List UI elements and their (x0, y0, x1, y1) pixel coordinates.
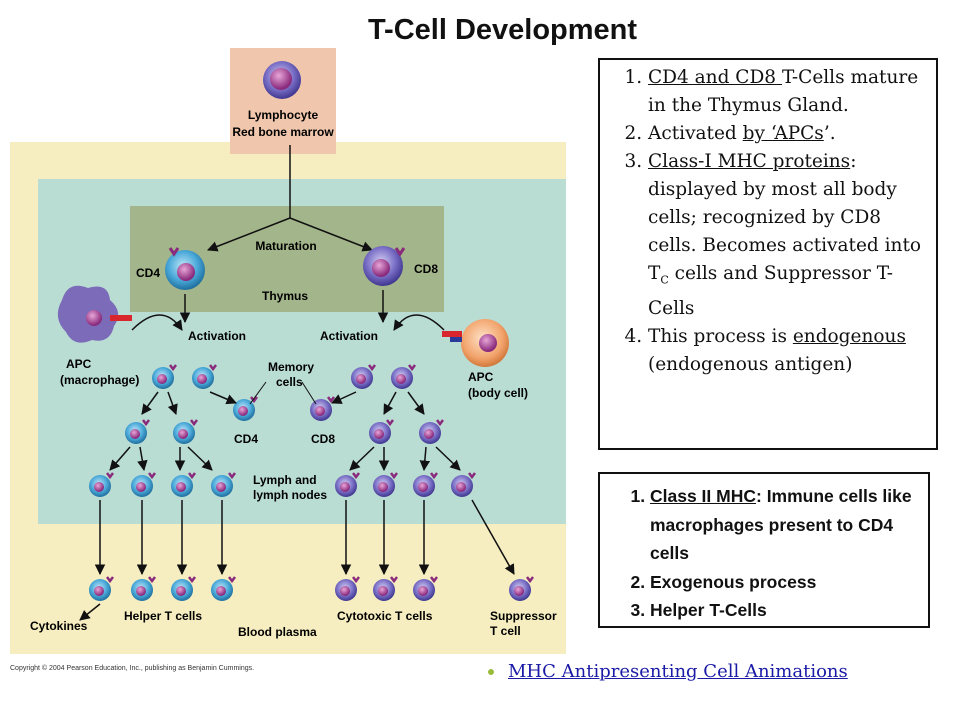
suppressor-label-2: T cell (490, 624, 521, 638)
helper-t-cells-label: Helper T cells (124, 609, 202, 623)
lymphocyte-cell (263, 61, 301, 99)
animation-link-row: MHC Antipresenting Cell Animations (488, 661, 848, 682)
cd4-memory-label: CD4 (234, 432, 258, 446)
helper-cell-gen3 (131, 472, 156, 497)
copyright-text: Copyright © 2004 Pearson Education, Inc.… (10, 664, 254, 672)
cd8-thymus-cell (363, 246, 406, 286)
thymus-label: Thymus (262, 289, 308, 303)
apc-body-cell (442, 319, 509, 367)
helper-t-cell (171, 576, 196, 601)
cd4-thymus-cell (165, 247, 205, 290)
lineage-arrow (109, 446, 131, 471)
helper-cell-gen2 (173, 419, 198, 444)
cytotoxic-t-cell (335, 576, 360, 601)
helper-cell-gen3 (211, 472, 236, 497)
note-exogenous: Exogenous process (650, 568, 920, 597)
apc-macrophage-label-1: APC (66, 357, 92, 371)
note-helper: Helper T-Cells (650, 596, 920, 625)
helper-cell-gen2 (125, 419, 150, 444)
lineage-arrow (383, 391, 397, 415)
cytotoxic-cell-gen3 (373, 472, 398, 497)
lineage-arrow (141, 391, 159, 415)
cytotoxic-cell-gen2 (419, 419, 444, 444)
lineage-arrow (471, 499, 515, 575)
helper-cell-gen1 (152, 364, 177, 389)
note-class-ii: Class II MHC: Immune cells like macropha… (650, 482, 920, 568)
helper-cell-gen1 (192, 364, 217, 389)
memory-cells-label-2: cells (276, 375, 303, 389)
note-3: Class-I MHC proteins: displayed by most … (648, 148, 928, 323)
cd8-memory-label: CD8 (311, 432, 335, 446)
lineage-arrow (137, 446, 148, 472)
suppressor-t-cell (509, 576, 534, 601)
cd8-label: CD8 (414, 262, 438, 276)
blood-plasma-label: Blood plasma (238, 625, 317, 639)
helper-t-cell (211, 576, 236, 601)
memory-cells-label-1: Memory (268, 360, 314, 374)
lymph-nodes-label-1: Lymph and (253, 473, 317, 487)
mhc-class-i-notes: CD4 and CD8 T-Cells mature in the Thymus… (598, 58, 938, 450)
cytotoxic-cell-gen1 (351, 364, 376, 389)
note-4: This process is endogenous (endogenous a… (648, 323, 928, 379)
mhc-animation-link[interactable]: MHC Antipresenting Cell Animations (508, 661, 848, 682)
lineage-arrow (79, 603, 101, 621)
cytotoxic-cell-gen2 (369, 419, 394, 444)
helper-t-cell (131, 576, 156, 601)
cytotoxic-cell-gen1 (391, 364, 416, 389)
page-title: T-Cell Development (367, 14, 638, 46)
cytotoxic-cell-gen3 (451, 472, 476, 497)
activation-label-left: Activation (188, 329, 246, 343)
lineage-arrow (187, 446, 213, 471)
cytotoxic-cell-gen3 (413, 472, 438, 497)
cytokines-label: Cytokines (30, 619, 88, 633)
apc-macrophage-label-2: (macrophage) (60, 373, 139, 387)
cytotoxic-cell-gen3 (335, 472, 360, 497)
lineage-arrow (331, 391, 357, 404)
t-cell-lineage (79, 364, 534, 621)
lineage-arrow (419, 446, 431, 472)
lymphocyte-label: Lymphocyte (248, 108, 319, 122)
lineage-arrow (209, 391, 237, 405)
lineage-arrow (407, 391, 425, 415)
helper-cell-gen3 (89, 472, 114, 497)
note-2: Activated by ‘APCs’. (648, 120, 928, 148)
lineage-arrow (349, 446, 375, 471)
helper-t-cell (89, 576, 114, 601)
helper-cell-gen3 (171, 472, 196, 497)
red-bone-marrow-label: Red bone marrow (232, 125, 334, 139)
suppressor-label-1: Suppressor (490, 609, 557, 623)
apc-body-label-2: (body cell) (468, 386, 528, 400)
bullet-icon (488, 669, 494, 675)
cytotoxic-t-cell (373, 576, 398, 601)
maturation-label: Maturation (255, 239, 316, 253)
lineage-arrow (167, 391, 178, 415)
cytotoxic-t-cells-label: Cytotoxic T cells (337, 609, 433, 623)
cd4-memory-cell (233, 396, 258, 421)
cd4-label: CD4 (136, 266, 160, 280)
mhc-class-ii-notes: Class II MHC: Immune cells like macropha… (598, 472, 930, 628)
apc-body-label-1: APC (468, 370, 494, 384)
apc-macrophage (57, 285, 132, 343)
lymph-nodes-label-2: lymph nodes (253, 488, 327, 502)
cytotoxic-t-cell (413, 576, 438, 601)
note-1: CD4 and CD8 T-Cells mature in the Thymus… (648, 64, 928, 120)
activation-label-right: Activation (320, 329, 378, 343)
lineage-arrow (435, 446, 461, 471)
